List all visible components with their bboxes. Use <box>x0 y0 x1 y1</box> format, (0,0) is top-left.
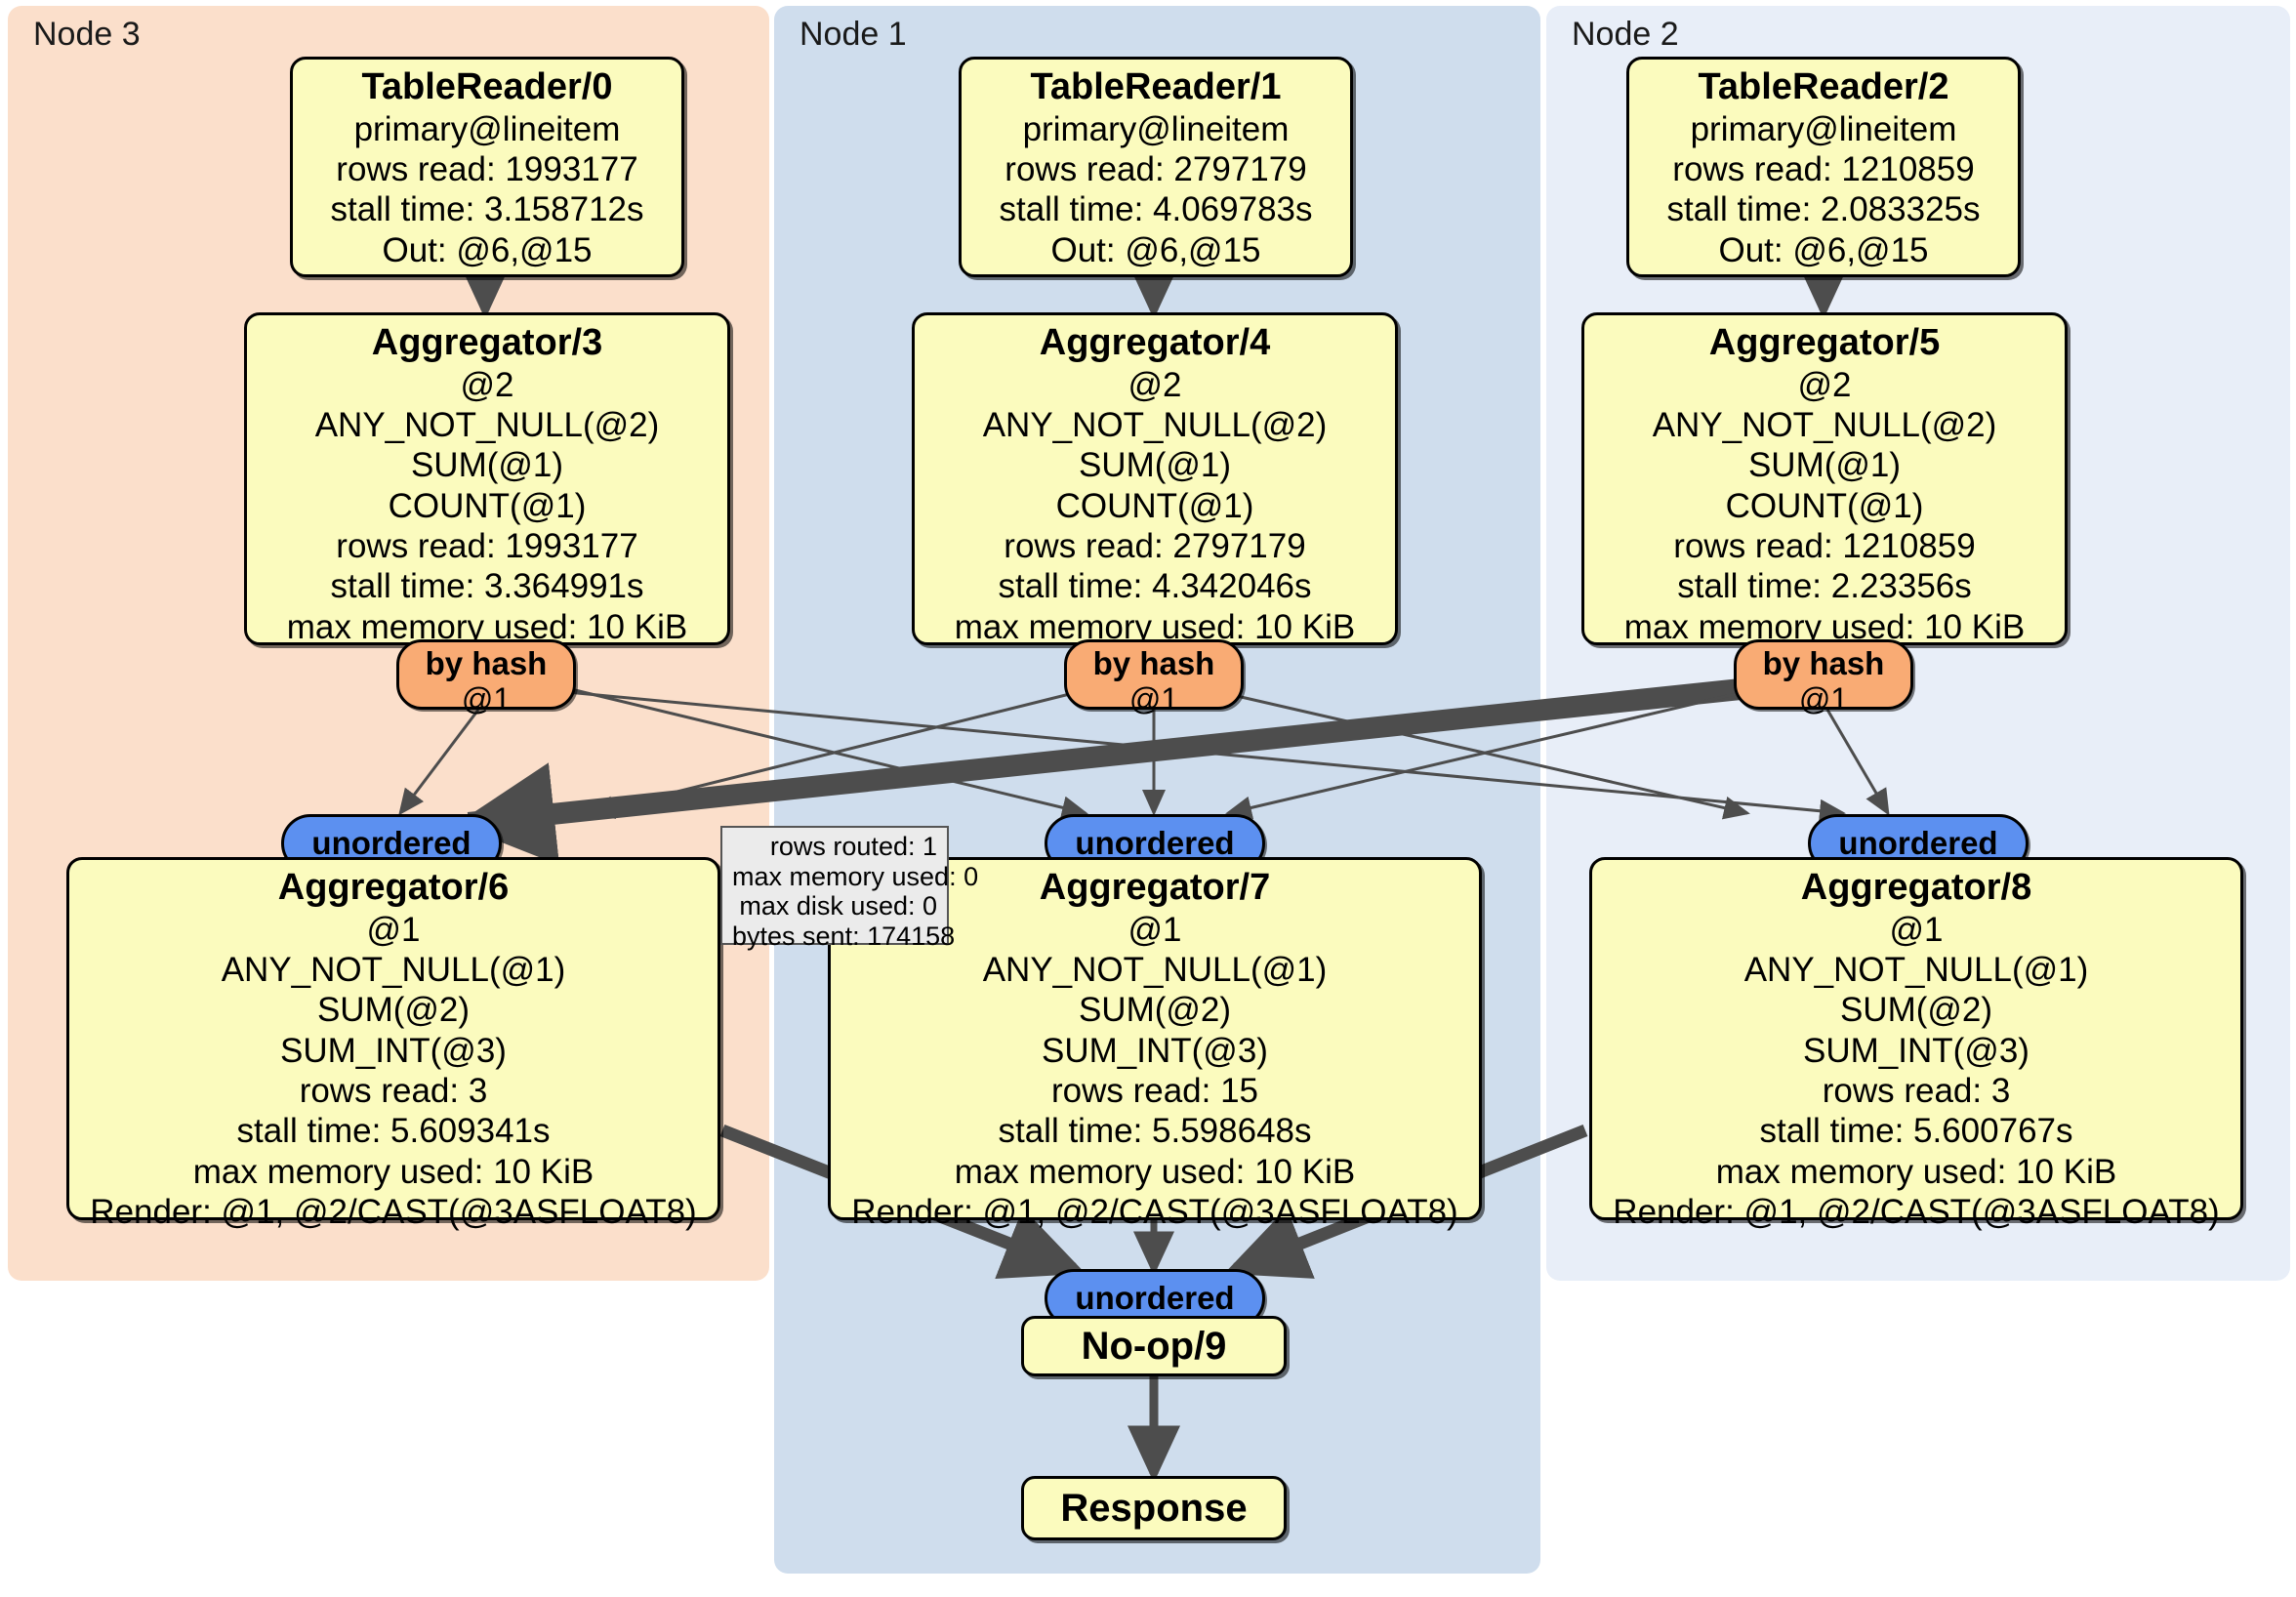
synchronizer-label: unordered <box>1838 825 1998 861</box>
processor-aggregator-6[interactable]: Aggregator/6 @1 ANY_NOT_NULL(@1) SUM(@2)… <box>66 857 720 1231</box>
processor-aggregator-3[interactable]: Aggregator/3 @2 ANY_NOT_NULL(@2) SUM(@1)… <box>244 312 730 646</box>
processor-detail: ANY_NOT_NULL(@2) <box>1652 406 1997 445</box>
processor-detail: primary@lineitem <box>353 109 621 148</box>
edge-stats-annotation: rows routed: 1 max memory used: 0 max di… <box>720 826 979 951</box>
processor-detail: COUNT(@1) <box>1725 486 1924 525</box>
processor-tablereader-1[interactable]: TableReader/1 primary@lineitem rows read… <box>959 57 1353 277</box>
router-column: @1 <box>1128 680 1179 717</box>
processor-title: Aggregator/8 <box>1800 867 2032 908</box>
router-by-hash-node1[interactable]: by hash @1 <box>1064 639 1244 717</box>
node-panel-label-node2: Node 2 <box>1572 16 1679 53</box>
stats-bytes-sent: bytes sent: 174158 <box>732 921 956 951</box>
processor-detail: rows read: 3 <box>1822 1072 2011 1111</box>
processor-detail: @1 <box>1889 910 1944 949</box>
processor-detail: SUM(@1) <box>1747 446 1902 485</box>
router-column: @1 <box>1798 680 1849 717</box>
processor-aggregator-5[interactable]: Aggregator/5 @2 ANY_NOT_NULL(@2) SUM(@1)… <box>1581 312 2068 646</box>
processor-title: Aggregator/4 <box>1039 322 1271 363</box>
processor-detail: rows read: 1993177 <box>336 150 638 189</box>
processor-detail: stall time: 4.069783s <box>999 190 1313 229</box>
processor-detail: max memory used: 10 KiB <box>954 1152 1356 1191</box>
processor-detail: Render: @1, @2/CAST(@3ASFLOAT8) <box>851 1192 1458 1231</box>
processor-detail: rows read: 1210859 <box>1673 527 1976 566</box>
processor-detail: rows read: 2797179 <box>1004 150 1307 189</box>
processor-tablereader-2[interactable]: TableReader/2 primary@lineitem rows read… <box>1626 57 2021 277</box>
processor-aggregator-8[interactable]: Aggregator/8 @1 ANY_NOT_NULL(@1) SUM(@2)… <box>1589 857 2243 1231</box>
processor-detail: Render: @1, @2/CAST(@3ASFLOAT8) <box>90 1192 697 1231</box>
processor-detail: ANY_NOT_NULL(@2) <box>314 406 660 445</box>
processor-detail: Render: @1, @2/CAST(@3ASFLOAT8) <box>1613 1192 2220 1231</box>
processor-tablereader-0[interactable]: TableReader/0 primary@lineitem rows read… <box>290 57 684 277</box>
processor-detail: COUNT(@1) <box>388 486 587 525</box>
processor-detail: @2 <box>460 365 514 404</box>
processor-detail: ANY_NOT_NULL(@1) <box>221 951 566 990</box>
processor-detail: ANY_NOT_NULL(@2) <box>982 406 1328 445</box>
processor-detail: SUM(@1) <box>1078 446 1232 485</box>
processor-detail: SUM(@2) <box>1839 991 1993 1030</box>
stats-max-memory: max memory used: 0 <box>732 861 979 891</box>
processor-detail: Out: @6,@15 <box>1050 230 1261 269</box>
processor-detail: max memory used: 10 KiB <box>1715 1152 2117 1191</box>
processor-detail: max memory used: 10 KiB <box>192 1152 594 1191</box>
processor-detail: Out: @6,@15 <box>382 230 593 269</box>
processor-title: Aggregator/3 <box>371 322 603 363</box>
router-by-hash-node3[interactable]: by hash @1 <box>396 639 576 717</box>
processor-detail: stall time: 5.600767s <box>1759 1112 2073 1151</box>
processor-detail: SUM(@1) <box>410 446 564 485</box>
processor-detail: SUM(@2) <box>316 991 471 1030</box>
processor-title: TableReader/2 <box>1698 66 1949 107</box>
processor-detail: rows read: 1210859 <box>1672 150 1975 189</box>
processor-title: Aggregator/6 <box>277 867 510 908</box>
processor-detail: rows read: 3 <box>299 1072 488 1111</box>
processor-detail: stall time: 4.342046s <box>998 567 1312 606</box>
router-by-hash-node2[interactable]: by hash @1 <box>1734 639 1913 717</box>
processor-detail: stall time: 5.609341s <box>236 1112 551 1151</box>
processor-title: Response <box>1060 1486 1248 1530</box>
processor-title: TableReader/1 <box>1030 66 1282 107</box>
processor-title: Aggregator/7 <box>1039 867 1271 908</box>
processor-detail: SUM_INT(@3) <box>1803 1031 2030 1070</box>
processor-detail: @2 <box>1128 365 1182 404</box>
processor-detail: stall time: 3.364991s <box>330 567 644 606</box>
processor-detail: stall time: 2.083325s <box>1666 190 1981 229</box>
processor-detail: ANY_NOT_NULL(@1) <box>982 951 1328 990</box>
processor-title: No-op/9 <box>1081 1324 1227 1368</box>
processor-detail: @2 <box>1797 365 1852 404</box>
processor-title: Aggregator/5 <box>1708 322 1941 363</box>
stats-max-disk: max disk used: 0 <box>739 891 937 921</box>
node-panel-label-node1: Node 1 <box>800 16 907 53</box>
router-title: by hash <box>1092 645 1215 681</box>
router-column: @1 <box>461 680 512 717</box>
processor-detail: stall time: 2.23356s <box>1677 567 1972 606</box>
processor-detail: stall time: 5.598648s <box>998 1112 1312 1151</box>
stats-rows-routed: rows routed: 1 <box>769 832 937 861</box>
router-title: by hash <box>1762 645 1885 681</box>
processor-detail: SUM(@2) <box>1078 991 1232 1030</box>
processor-title: TableReader/0 <box>361 66 613 107</box>
synchronizer-label: unordered <box>1075 1280 1235 1316</box>
processor-detail: rows read: 15 <box>1050 1072 1259 1111</box>
processor-detail: rows read: 2797179 <box>1004 527 1306 566</box>
processor-detail: SUM_INT(@3) <box>280 1031 507 1070</box>
processor-response[interactable]: Response <box>1021 1476 1287 1540</box>
node-panel-label-node3: Node 3 <box>33 16 141 53</box>
synchronizer-label: unordered <box>311 825 472 861</box>
processor-detail: Out: @6,@15 <box>1718 230 1929 269</box>
processor-detail: @1 <box>1128 910 1182 949</box>
synchronizer-label: unordered <box>1075 825 1235 861</box>
processor-detail: primary@lineitem <box>1022 109 1290 148</box>
processor-detail: SUM_INT(@3) <box>1042 1031 1268 1070</box>
processor-detail: COUNT(@1) <box>1055 486 1254 525</box>
processor-noop-9[interactable]: No-op/9 <box>1021 1316 1287 1376</box>
processor-detail: primary@lineitem <box>1690 109 1957 148</box>
processor-aggregator-4[interactable]: Aggregator/4 @2 ANY_NOT_NULL(@2) SUM(@1)… <box>912 312 1398 646</box>
processor-detail: rows read: 1993177 <box>336 527 638 566</box>
processor-detail: @1 <box>366 910 421 949</box>
processor-detail: ANY_NOT_NULL(@1) <box>1743 951 2089 990</box>
router-title: by hash <box>425 645 548 681</box>
processor-detail: stall time: 3.158712s <box>330 190 644 229</box>
